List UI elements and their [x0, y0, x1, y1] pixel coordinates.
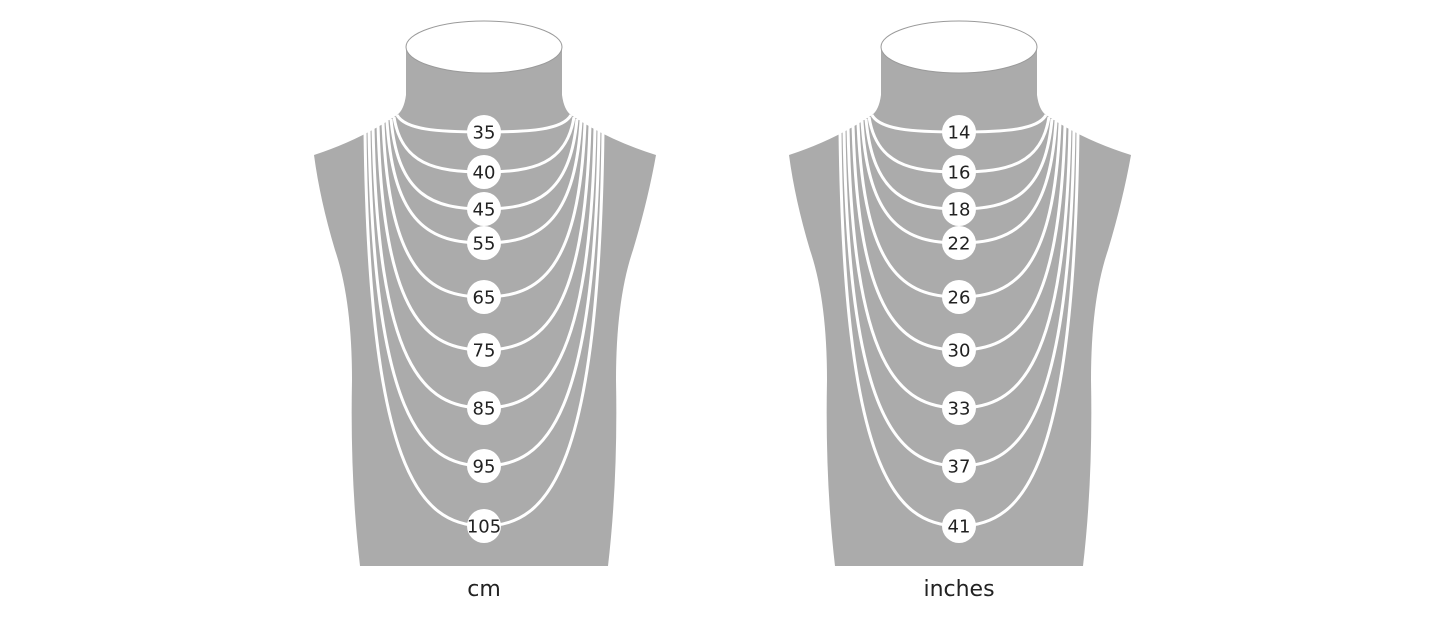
length-marker [467, 333, 501, 367]
length-marker [467, 115, 501, 149]
length-marker [942, 449, 976, 483]
length-marker [942, 391, 976, 425]
length-marker [942, 155, 976, 189]
length-marker [942, 192, 976, 226]
length-label: 14 [948, 123, 971, 144]
length-label: 22 [948, 234, 971, 255]
length-marker [467, 391, 501, 425]
length-marker [467, 192, 501, 226]
bust-cm: 35 40 45 55 65 75 85 95 105 cm [314, 20, 656, 602]
length-label: 95 [473, 457, 496, 478]
length-label: 30 [948, 341, 971, 362]
length-marker [467, 280, 501, 314]
length-marker [942, 333, 976, 367]
unit-label: cm [467, 577, 501, 602]
length-marker [467, 155, 501, 189]
length-marker [467, 226, 501, 260]
length-marker [942, 226, 976, 260]
length-label: 40 [473, 163, 496, 184]
length-label: 105 [467, 517, 501, 538]
length-marker [942, 115, 976, 149]
length-label: 75 [473, 341, 496, 362]
length-label: 65 [473, 288, 496, 309]
length-marker [942, 509, 976, 543]
length-label: 41 [948, 517, 971, 538]
length-label: 37 [948, 457, 971, 478]
neck-top [880, 20, 1038, 74]
length-label: 26 [948, 288, 971, 309]
neck-top [405, 20, 563, 74]
length-label: 55 [473, 234, 496, 255]
unit-label: inches [923, 577, 994, 602]
length-marker [942, 280, 976, 314]
length-label: 45 [473, 200, 496, 221]
bust-inches: 14 16 18 22 26 30 33 37 41 inches [789, 20, 1131, 602]
length-label: 33 [948, 399, 971, 420]
length-label: 18 [948, 200, 971, 221]
length-label: 85 [473, 399, 496, 420]
length-label: 35 [473, 123, 496, 144]
length-marker [467, 509, 501, 543]
length-label: 16 [948, 163, 971, 184]
length-marker [467, 449, 501, 483]
